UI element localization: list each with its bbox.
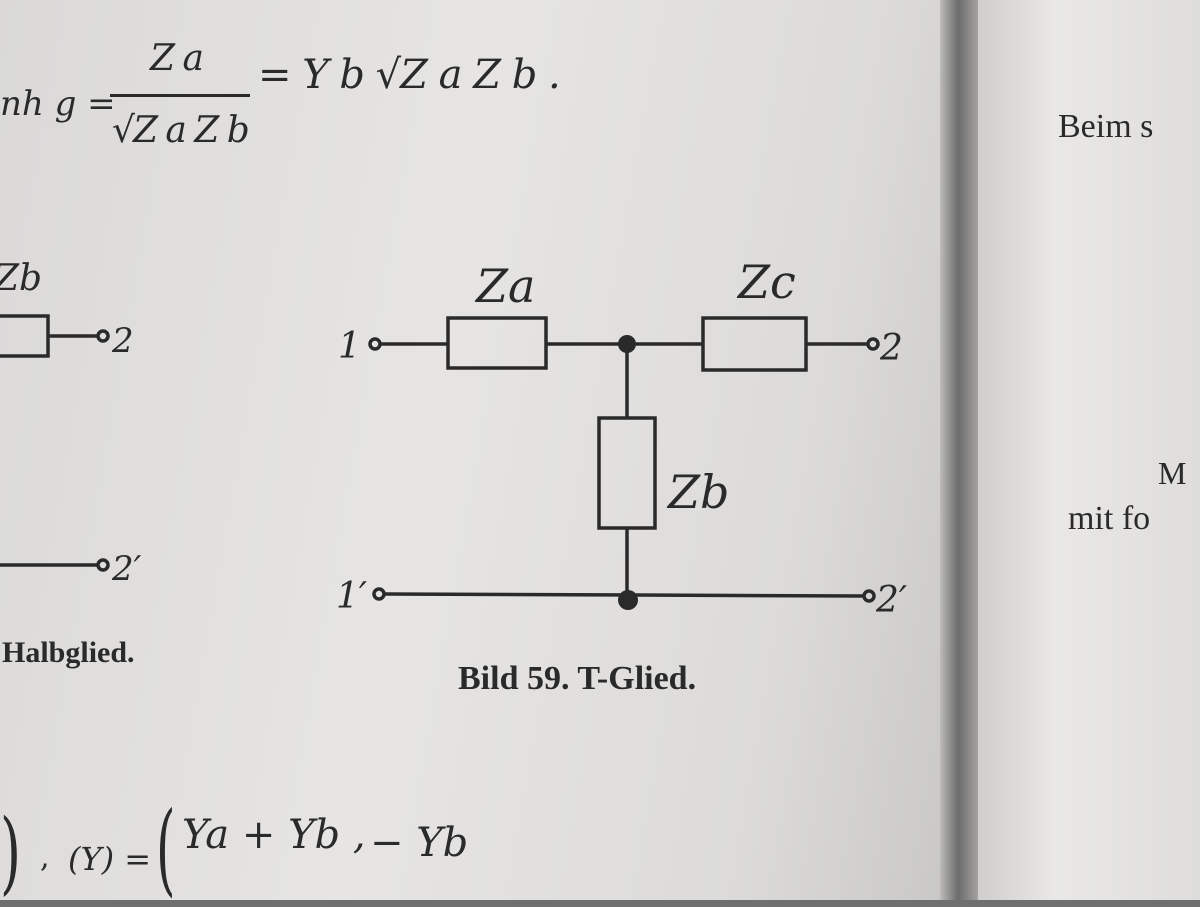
figure-caption: Bild 59. T-Glied. <box>458 660 697 697</box>
terminal-2 <box>866 337 880 351</box>
left-fragment-caption: Halbglied. <box>2 636 135 669</box>
port-2-label: 2 <box>879 328 903 369</box>
fragment-port-2-label: 2 <box>111 321 134 361</box>
matrix-entry-2: − Yb <box>370 820 469 866</box>
fragment-terminal-2p <box>96 558 110 572</box>
za-label: Za <box>474 259 535 313</box>
fragment-impedance-box <box>0 314 50 358</box>
terminal-1 <box>368 337 382 351</box>
formula-denominator: √Z a Z b <box>112 110 250 151</box>
right-page-line-1: Beim s <box>1058 108 1154 145</box>
port-2p-label: 2′ <box>875 580 907 621</box>
junction-node-top <box>618 335 636 353</box>
bottom-formula-sep: , <box>40 840 50 875</box>
fragment-port-2p-label: 2′ <box>111 549 142 589</box>
formula-numerator: Z a <box>150 38 204 79</box>
right-page <box>978 0 1200 900</box>
fragment-terminal-2 <box>96 329 110 343</box>
right-page-line-3: mit fo <box>1068 500 1151 537</box>
y-matrix-label: (Y) = <box>68 840 152 878</box>
matrix-open-paren: ( <box>156 790 176 907</box>
formula-prefix: nh g = <box>0 84 116 124</box>
impedance-zc <box>701 316 808 372</box>
fraction-bar <box>110 94 250 97</box>
formula-rhs: = Y b √Z a Z b . <box>258 52 561 98</box>
port-1p-label: 1′ <box>336 576 367 617</box>
book-gutter <box>940 0 980 900</box>
terminal-2p <box>862 589 876 603</box>
matrix-entry-1: Ya + Yb , <box>182 812 366 858</box>
port-1-label: 1 <box>338 326 361 367</box>
zb-label: Zb <box>666 465 729 519</box>
bottom-formula-paren: ) <box>0 800 22 905</box>
right-page-line-2: M <box>1158 455 1187 491</box>
left-page <box>0 0 948 900</box>
impedance-zb <box>597 416 657 530</box>
terminal-1p <box>372 587 386 601</box>
zc-label: Zc <box>736 255 796 309</box>
impedance-za <box>446 316 548 370</box>
fragment-zb-label: Zb <box>0 258 42 299</box>
junction-node-bottom <box>618 590 638 610</box>
